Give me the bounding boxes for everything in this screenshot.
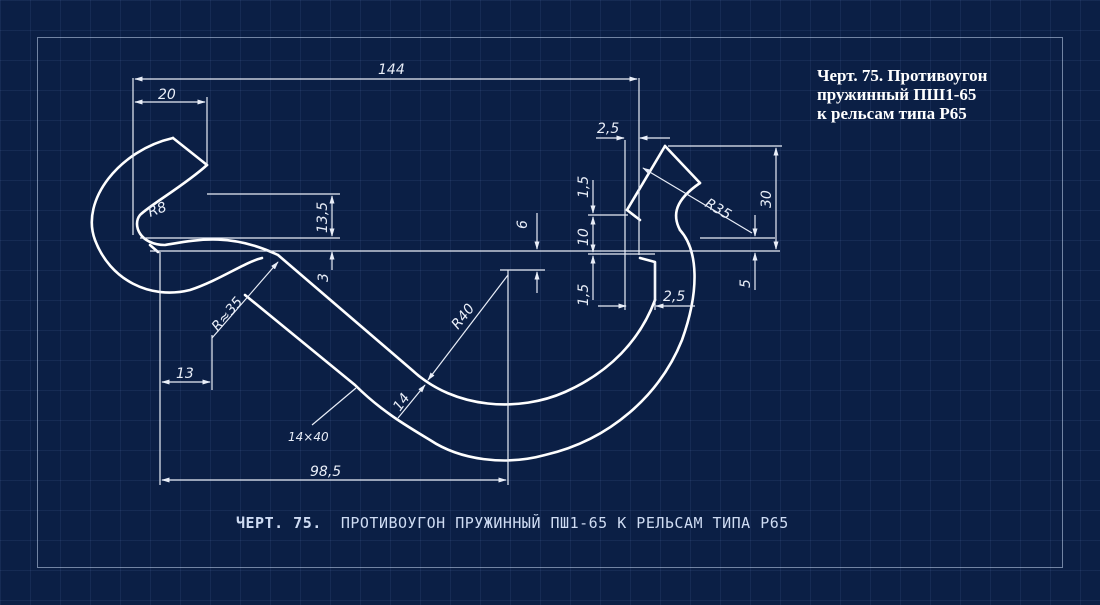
dim-offset-5: 5 <box>738 279 754 288</box>
dim-bend-radius: R≈35 <box>209 294 247 334</box>
caption-line-2: пружинный ПШ1-65 <box>817 85 977 104</box>
dim-base-length: 98,5 <box>310 464 341 480</box>
caption-line-1: Черт. 75. Противоугон <box>817 66 988 85</box>
footer-lead: ЧЕРТ. 75. <box>236 514 322 532</box>
dim-offset-13: 13 <box>176 366 194 382</box>
dim-inner-radius: R8 <box>146 199 169 220</box>
dim-height-30: 30 <box>759 190 775 208</box>
dim-offset-6: 6 <box>515 220 531 229</box>
footer-title: ЧЕРТ. 75. ПРОТИВОУГОН ПРУЖИННЫЙ ПШ1-65 К… <box>236 514 789 532</box>
part-outline <box>90 136 702 462</box>
footer-text: ПРОТИВОУГОН ПРУЖИННЫЙ ПШ1-65 К РЕЛЬСАМ Т… <box>340 514 789 532</box>
dim-overall-length: 144 <box>378 62 405 78</box>
dim-offset-1-5-bottom: 1,5 <box>576 284 592 306</box>
dim-offset-3: 3 <box>316 273 332 282</box>
dim-hook-width: 20 <box>158 87 176 103</box>
dim-arc-radius: R40 <box>449 301 479 333</box>
dim-gap-height: 13,5 <box>315 202 331 233</box>
dim-gap-10: 10 <box>576 228 592 246</box>
dimension-lines <box>132 76 782 485</box>
dim-offset-1-5-top: 1,5 <box>576 176 592 198</box>
dim-thickness: 14 <box>390 391 413 415</box>
dim-offset-2-5-top: 2,5 <box>597 121 619 137</box>
caption-line-3: к рельсам типа Р65 <box>817 104 967 123</box>
dim-offset-2-5-bottom: 2,5 <box>663 289 685 305</box>
drawing-caption: Черт. 75. Противоугон пружинный ПШ1-65 к… <box>817 66 987 123</box>
drawing-frame <box>37 37 1063 568</box>
dim-section: 14×40 <box>288 430 329 444</box>
